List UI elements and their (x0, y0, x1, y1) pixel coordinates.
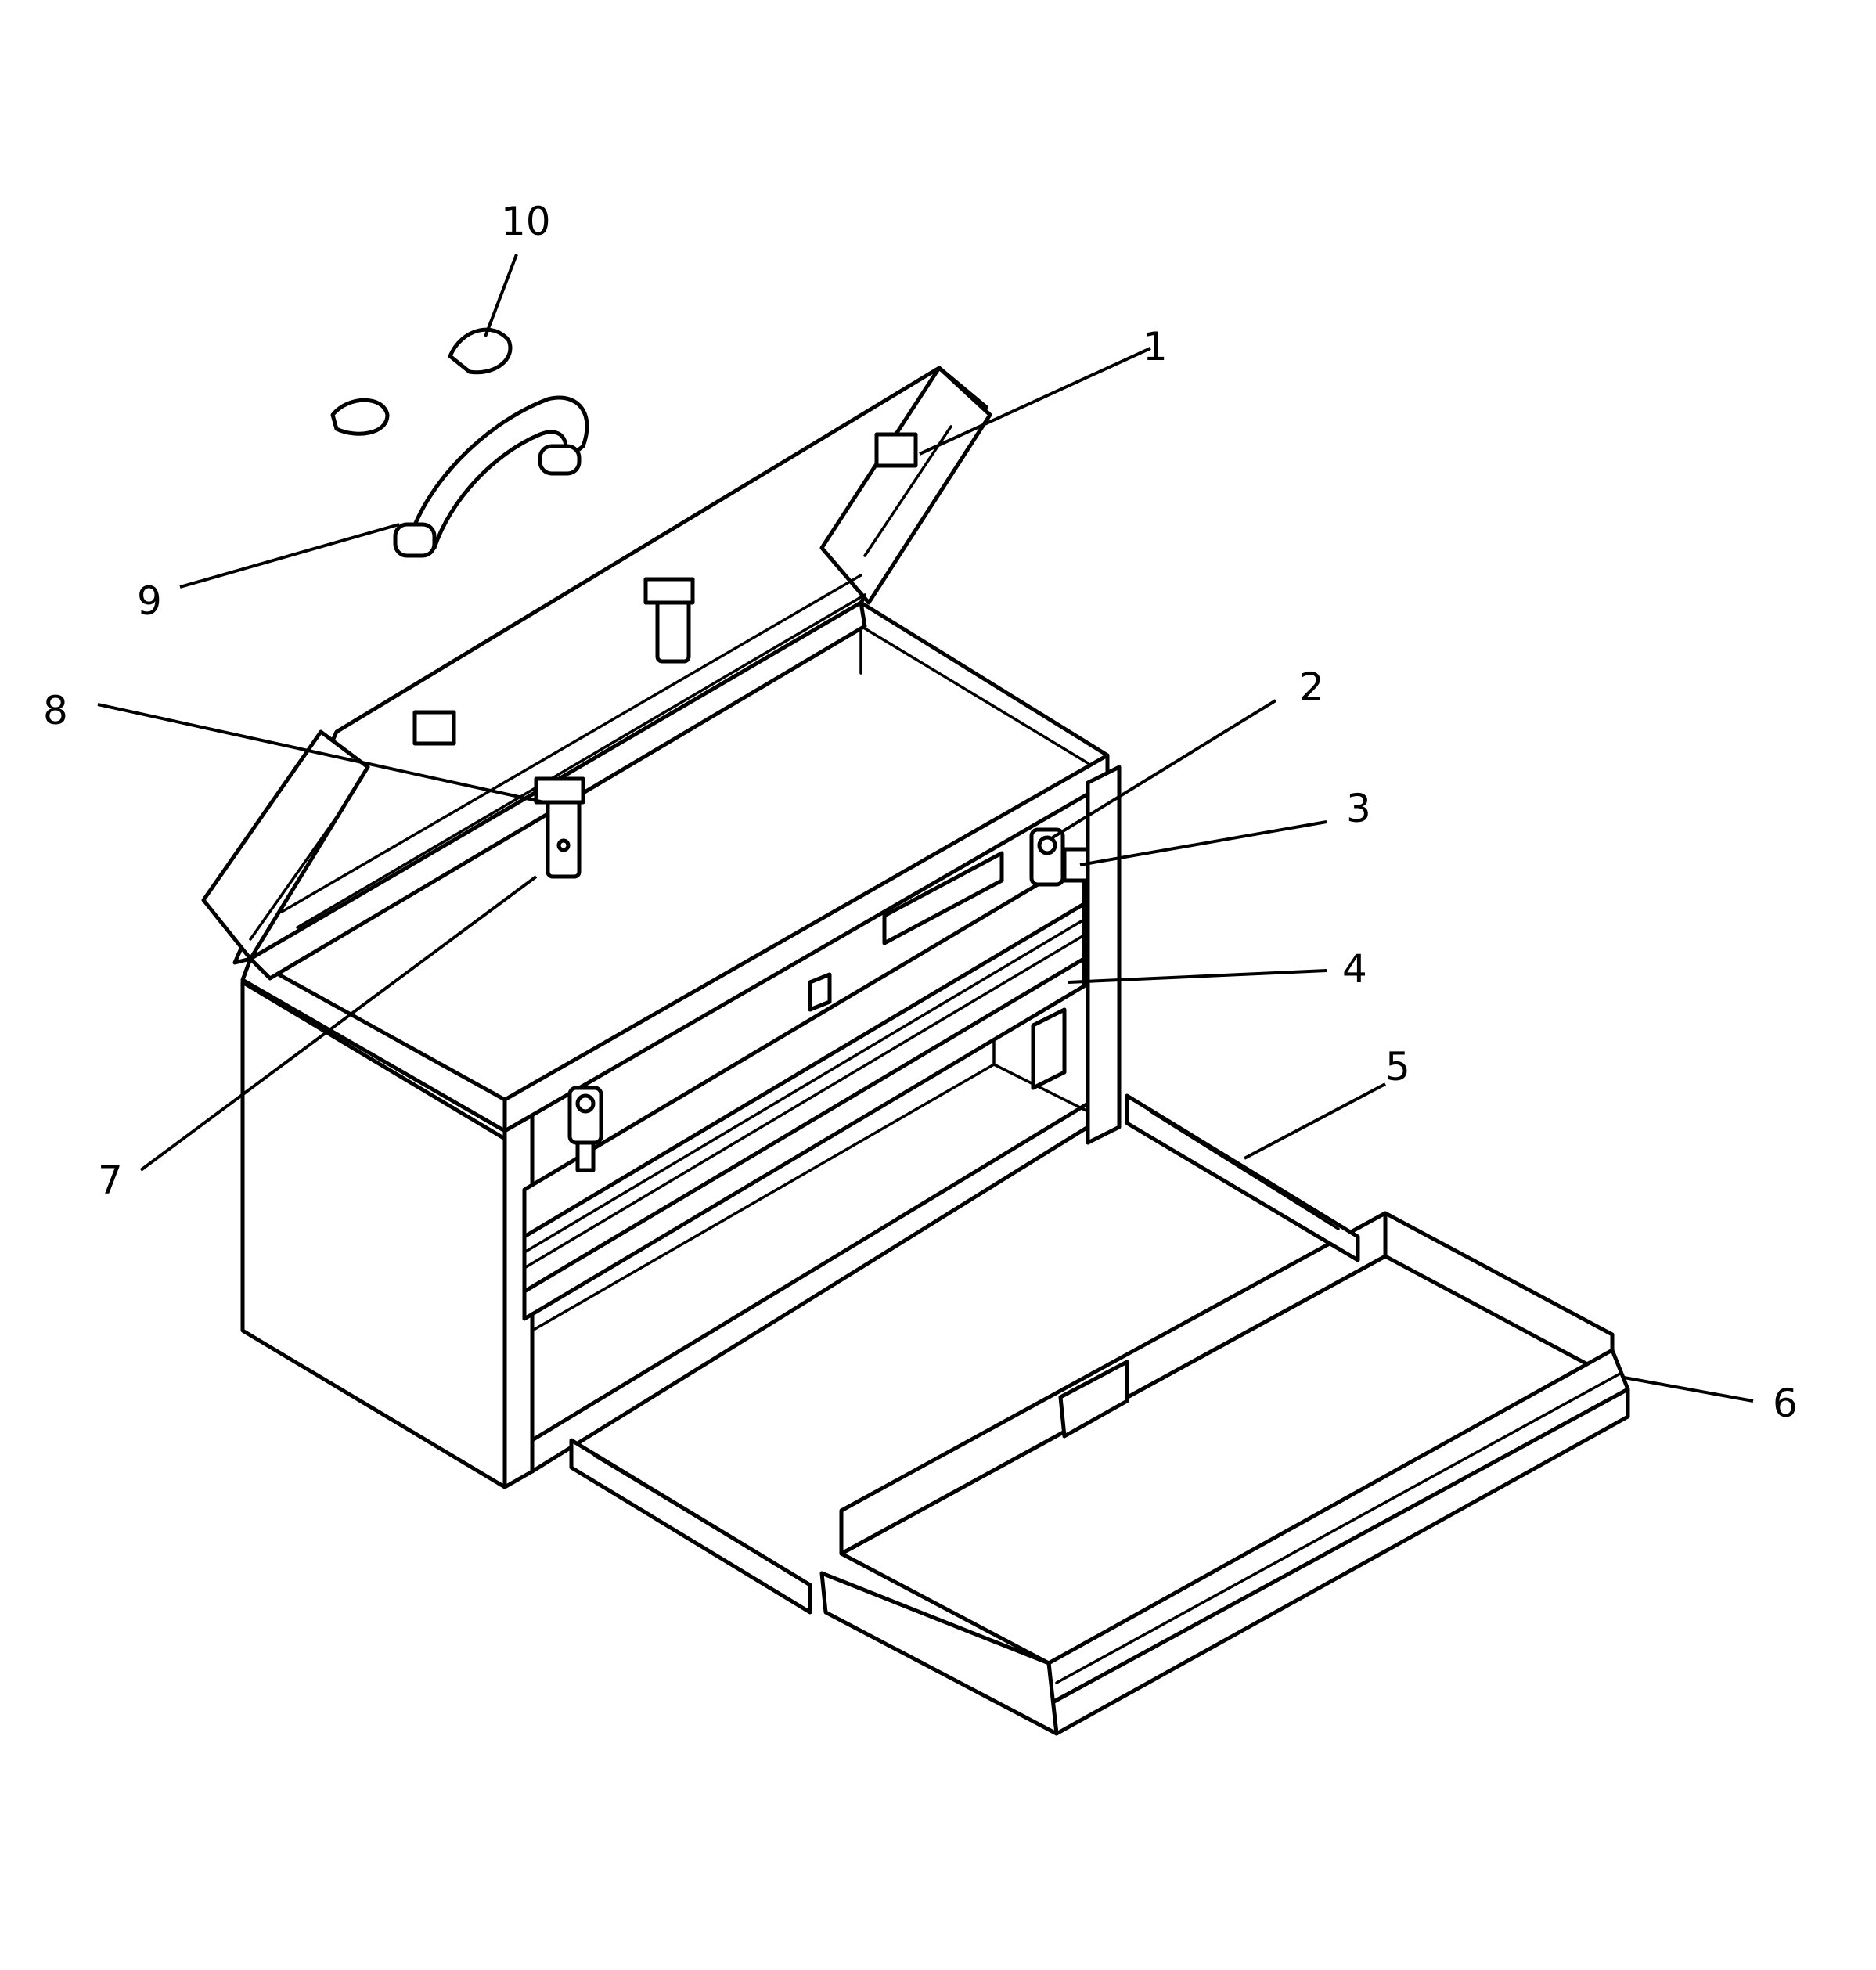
callout-3: 3 (1346, 786, 1371, 831)
lid-inner-line-2 (296, 593, 866, 929)
slide-right-track (1149, 1110, 1340, 1230)
callout-10: 10 (501, 199, 551, 244)
leader-3 (1079, 820, 1327, 866)
latch-screw-right (1037, 835, 1057, 855)
drawer-pull (808, 972, 832, 1012)
lid-inner-line (280, 574, 862, 913)
lid-hasp-left-rivet (556, 838, 571, 852)
callout-7: 7 (98, 1158, 123, 1203)
leader-9 (179, 523, 400, 589)
screw-top (448, 327, 513, 375)
slide-left-rail (569, 1438, 812, 1615)
lid-hinge-right (874, 432, 918, 468)
leader-5 (1244, 1082, 1386, 1160)
handle-screws (330, 327, 513, 436)
callout-4: 4 (1342, 946, 1367, 992)
leader-7 (139, 875, 538, 1172)
latch-screw-left (575, 1093, 596, 1114)
drawer-groove-2 (523, 934, 1086, 1270)
drawer-groove (523, 918, 1086, 1254)
name-plate (882, 851, 1004, 945)
chest-front-bottom (530, 1125, 1090, 1474)
slide-left-track (593, 1454, 792, 1575)
callout-6: 6 (1773, 1381, 1798, 1426)
slide-right-rail (1125, 1093, 1360, 1262)
chest-latch-right (1029, 827, 1090, 887)
callouts: 1 2 3 4 5 6 7 8 9 10 (43, 199, 1798, 1426)
drawer-front-groove (1055, 1372, 1622, 1684)
callout-1: 1 (1143, 324, 1168, 369)
callout-9: 9 (137, 578, 162, 624)
leader-4 (1068, 969, 1327, 984)
chest-right-post (1086, 765, 1122, 1145)
leader-6 (1623, 1376, 1754, 1403)
leader-10 (484, 254, 518, 337)
lower-drawer (819, 1211, 1630, 1736)
upper-drawer (522, 851, 1086, 1321)
lid-hasp-left-top (534, 776, 585, 805)
lid-hinge-left (412, 710, 456, 746)
upper-drawer-face (522, 902, 1086, 1294)
drawer-tab (1058, 1360, 1129, 1439)
handle (393, 395, 589, 558)
lid-right-slot (863, 425, 952, 557)
leader-8 (97, 703, 545, 804)
lid-hasp-center-top (643, 577, 695, 605)
leader-2 (1051, 699, 1277, 839)
handle-end-left (393, 522, 437, 558)
lid (201, 366, 992, 981)
chest-latch-left (567, 1086, 603, 1172)
chest-front-sill (530, 1101, 1090, 1442)
leader-lines (97, 254, 1754, 1403)
handle-end-right (538, 444, 582, 476)
chest-left-side (240, 980, 507, 1489)
drawer-slide-left (569, 1438, 812, 1615)
callout-5: 5 (1385, 1044, 1410, 1089)
screw-left (330, 398, 390, 436)
latch-hasp-left (575, 1140, 596, 1172)
callout-8: 8 (43, 688, 68, 733)
drawer-rail-4 (522, 956, 1086, 1321)
drawer-left-wall (819, 1571, 1059, 1736)
lid-left-end (201, 729, 370, 961)
drawer-bracket (1031, 1007, 1067, 1090)
handle-grip (405, 395, 589, 550)
callout-2: 2 (1299, 664, 1324, 710)
leader-1 (919, 347, 1151, 456)
lid-left-slot (249, 805, 346, 941)
drawer-slide-right (1125, 1093, 1360, 1262)
lid-right-end (819, 366, 992, 605)
